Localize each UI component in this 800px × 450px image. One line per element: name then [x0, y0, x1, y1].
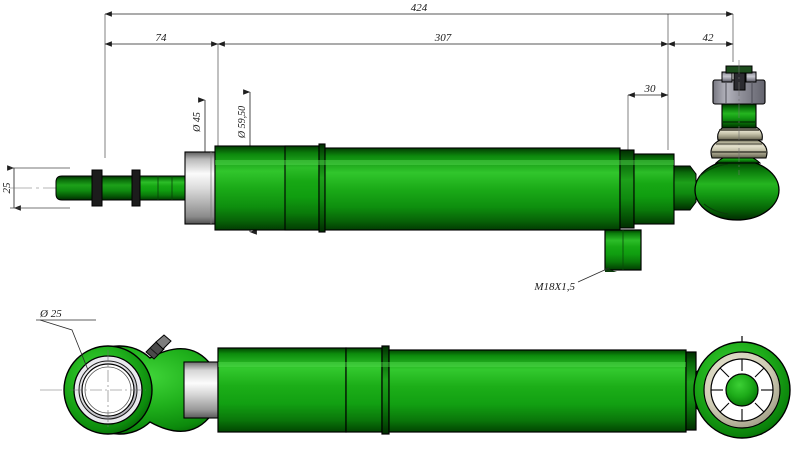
dimension-block-top: 424 74 307 42 30 25 [1, 2, 734, 235]
dimension-overall-424: 424 [104, 2, 734, 17]
ball-joint-assembly [673, 60, 780, 221]
dimension-label-rod: 74 [156, 32, 168, 44]
plan-view: Ø 25 [36, 308, 791, 439]
dimension-label-endcap: 30 [644, 83, 657, 95]
dimension-label-barrel-diameter: Ø 59,50 [237, 106, 248, 139]
ball-joint-plan [693, 336, 791, 439]
dimension-label-joint: 42 [703, 32, 715, 44]
rod-eye-plan [63, 334, 249, 435]
hydraulic-port-boss [604, 229, 642, 272]
dimension-label-eye-height: 25 [1, 182, 13, 194]
gland-bushing [184, 151, 216, 225]
dimension-label-eye-bore: Ø 25 [39, 308, 62, 320]
witness-lines [104, 14, 734, 158]
dimension-endcap-30: 30 [627, 83, 669, 98]
dimension-label-rod-diameter: Ø 45 [192, 112, 203, 133]
cylinder-barrel [214, 143, 675, 233]
dimension-label-overall: 424 [411, 2, 428, 14]
grease-nipple [145, 334, 172, 360]
dimension-eye-bore: Ø 25 [36, 308, 96, 371]
side-elevation-view: M18X1,5 [10, 60, 780, 293]
dimension-joint-42: 42 [667, 32, 734, 47]
cylinder-barrel-plan [217, 345, 697, 435]
dimension-rod-74: 74 [104, 32, 219, 47]
gland-bushing-plan [183, 361, 219, 419]
annotation-port-thread: M18X1,5 [533, 267, 610, 293]
rod-eye-left [55, 169, 141, 207]
piston-rod [139, 175, 186, 201]
annotation-label-port-thread: M18X1,5 [533, 281, 575, 293]
dimension-label-barrel: 307 [434, 32, 452, 44]
dimension-barrel-307: 307 [217, 32, 669, 47]
